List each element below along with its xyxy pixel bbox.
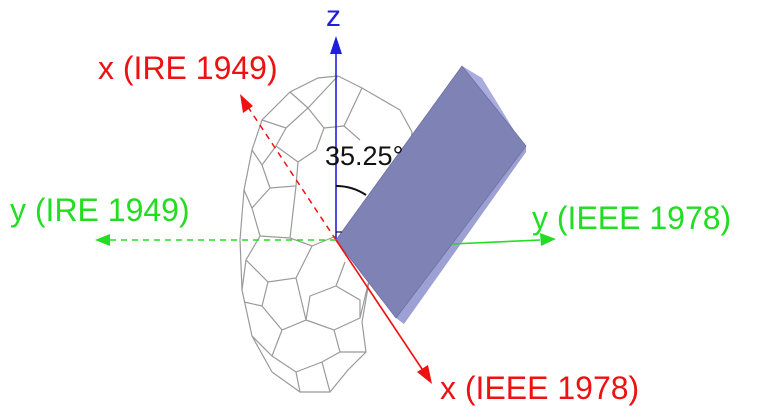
quartz-plate bbox=[335, 65, 527, 324]
angle-arc bbox=[335, 184, 367, 196]
y-ieee-1978-label: y (IEEE 1978) bbox=[532, 200, 732, 236]
x-ire-arrowhead bbox=[240, 94, 253, 113]
x-axis-ire-1949 bbox=[240, 94, 337, 241]
y-ire-1949-label: y (IRE 1949) bbox=[10, 192, 190, 228]
x-ire-1949-label: x (IRE 1949) bbox=[98, 50, 278, 86]
z-arrowhead bbox=[330, 36, 342, 54]
z-axis bbox=[330, 36, 342, 240]
y-axis-ire-1949 bbox=[95, 234, 336, 246]
y-ieee-arrowhead bbox=[540, 233, 556, 246]
angle-label: 35.25° bbox=[325, 141, 404, 171]
x-axis-ieee-1978 bbox=[335, 239, 432, 384]
y-ire-arrowhead bbox=[95, 234, 110, 246]
plate-front-face bbox=[335, 65, 527, 319]
plate-right-face bbox=[396, 146, 526, 324]
crystal-facets bbox=[241, 75, 371, 393]
x-ieee-1978-label: x (IEEE 1978) bbox=[440, 370, 640, 406]
y-axis-ieee-1978 bbox=[451, 233, 556, 246]
x-ieee-arrowhead bbox=[417, 365, 432, 384]
z-axis-label: z bbox=[326, 0, 341, 33]
